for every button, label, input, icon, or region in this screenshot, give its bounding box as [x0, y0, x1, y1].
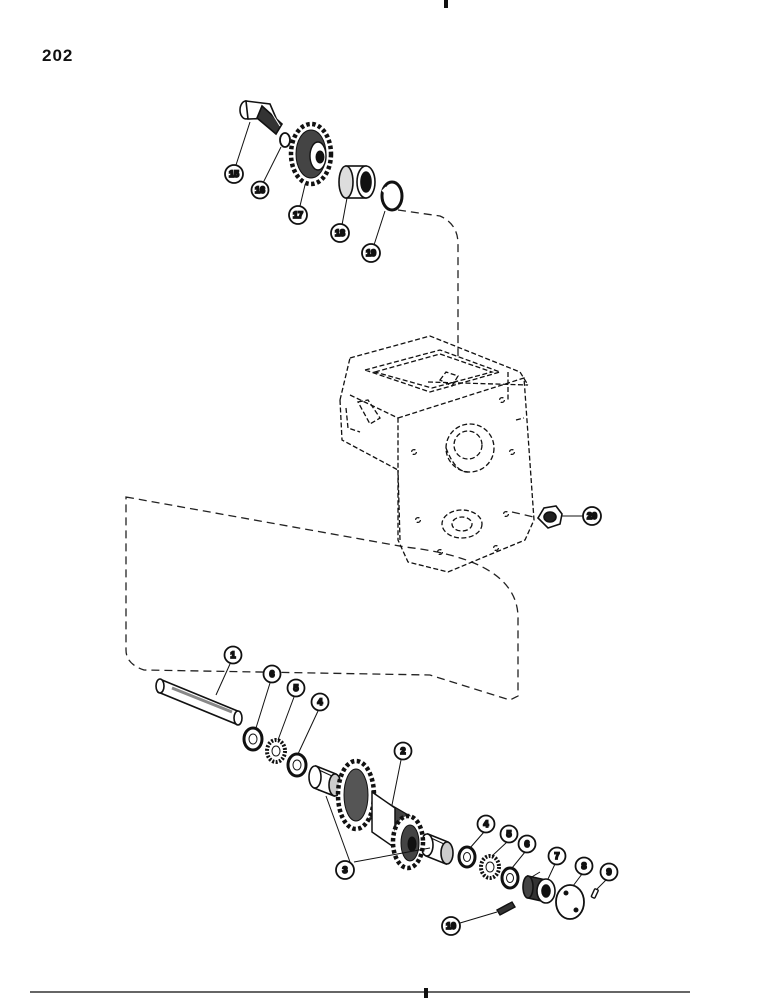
callout-10: 10: [441, 916, 461, 936]
part-1-shaft: [155, 678, 243, 726]
callout-19: 19: [361, 243, 381, 263]
callout-18-text: 18: [335, 228, 345, 238]
callout-10-text: 10: [446, 921, 456, 931]
callout-1: 1: [223, 645, 243, 665]
part-15-stud: [239, 100, 284, 136]
callout-4-left-text: 4: [317, 697, 322, 707]
callout-9: 9: [599, 862, 619, 882]
page-number: 202: [42, 46, 74, 65]
callout-3: 3: [335, 860, 355, 880]
callout-15-text: 15: [229, 169, 239, 179]
callout-3-text: 3: [342, 865, 347, 875]
callout-5-right: 5: [499, 824, 519, 844]
part-17-gear: [288, 121, 334, 187]
callouts: 15 16 17 18 19 20 1 6 5 4 2 3 4 5 6 7 8 …: [223, 164, 619, 936]
callout-2-text: 2: [400, 746, 405, 756]
assembly-lines: [125, 209, 539, 701]
callout-5-left: 5: [286, 678, 306, 698]
part-16-o-ring: [279, 132, 291, 148]
part-3-needle-bearing-left: [308, 764, 342, 798]
washer-group-right: [457, 845, 520, 890]
callout-17-text: 17: [293, 210, 303, 220]
callout-4-left: 4: [310, 692, 330, 712]
callout-6-right: 6: [517, 834, 537, 854]
callout-16-text: 16: [255, 185, 265, 195]
callout-5-right-text: 5: [506, 829, 511, 839]
callout-8-text: 8: [581, 861, 586, 871]
callout-20: 20: [582, 506, 602, 526]
callout-2: 2: [393, 741, 413, 761]
part-7-collar: [522, 871, 556, 904]
callout-4-right-text: 4: [483, 819, 488, 829]
part-20-hex-nut: [536, 505, 563, 529]
callout-20-text: 20: [587, 511, 597, 521]
callout-6-left-text: 6: [269, 669, 274, 679]
callout-8: 8: [574, 856, 594, 876]
callout-9-text: 9: [606, 867, 611, 877]
washer-group-left: [242, 726, 308, 778]
callout-4-right: 4: [476, 814, 496, 834]
callout-18: 18: [330, 223, 350, 243]
callout-7-text: 7: [554, 851, 559, 861]
callout-7: 7: [547, 846, 567, 866]
transmission-housing: [339, 335, 535, 573]
callout-6-right-text: 6: [524, 839, 529, 849]
callout-5-left-text: 5: [293, 683, 298, 693]
callout-19-text: 19: [366, 248, 376, 258]
leader-lines: [215, 121, 607, 924]
part-19-snap-ring: [380, 180, 404, 212]
part-9-key: [590, 888, 599, 899]
part-10-roll-pin: [496, 901, 516, 916]
bottom-marker: [424, 988, 428, 998]
callout-17: 17: [288, 205, 308, 225]
callout-1-text: 1: [230, 650, 235, 660]
callout-16: 16: [250, 180, 270, 200]
top-marker: [444, 0, 448, 8]
callout-15: 15: [224, 164, 244, 184]
part-8-cover-plate: [555, 884, 585, 920]
callout-6-left: 6: [262, 664, 282, 684]
part-18-bearing: [338, 165, 376, 199]
part-2-cluster-gear: [335, 758, 426, 871]
